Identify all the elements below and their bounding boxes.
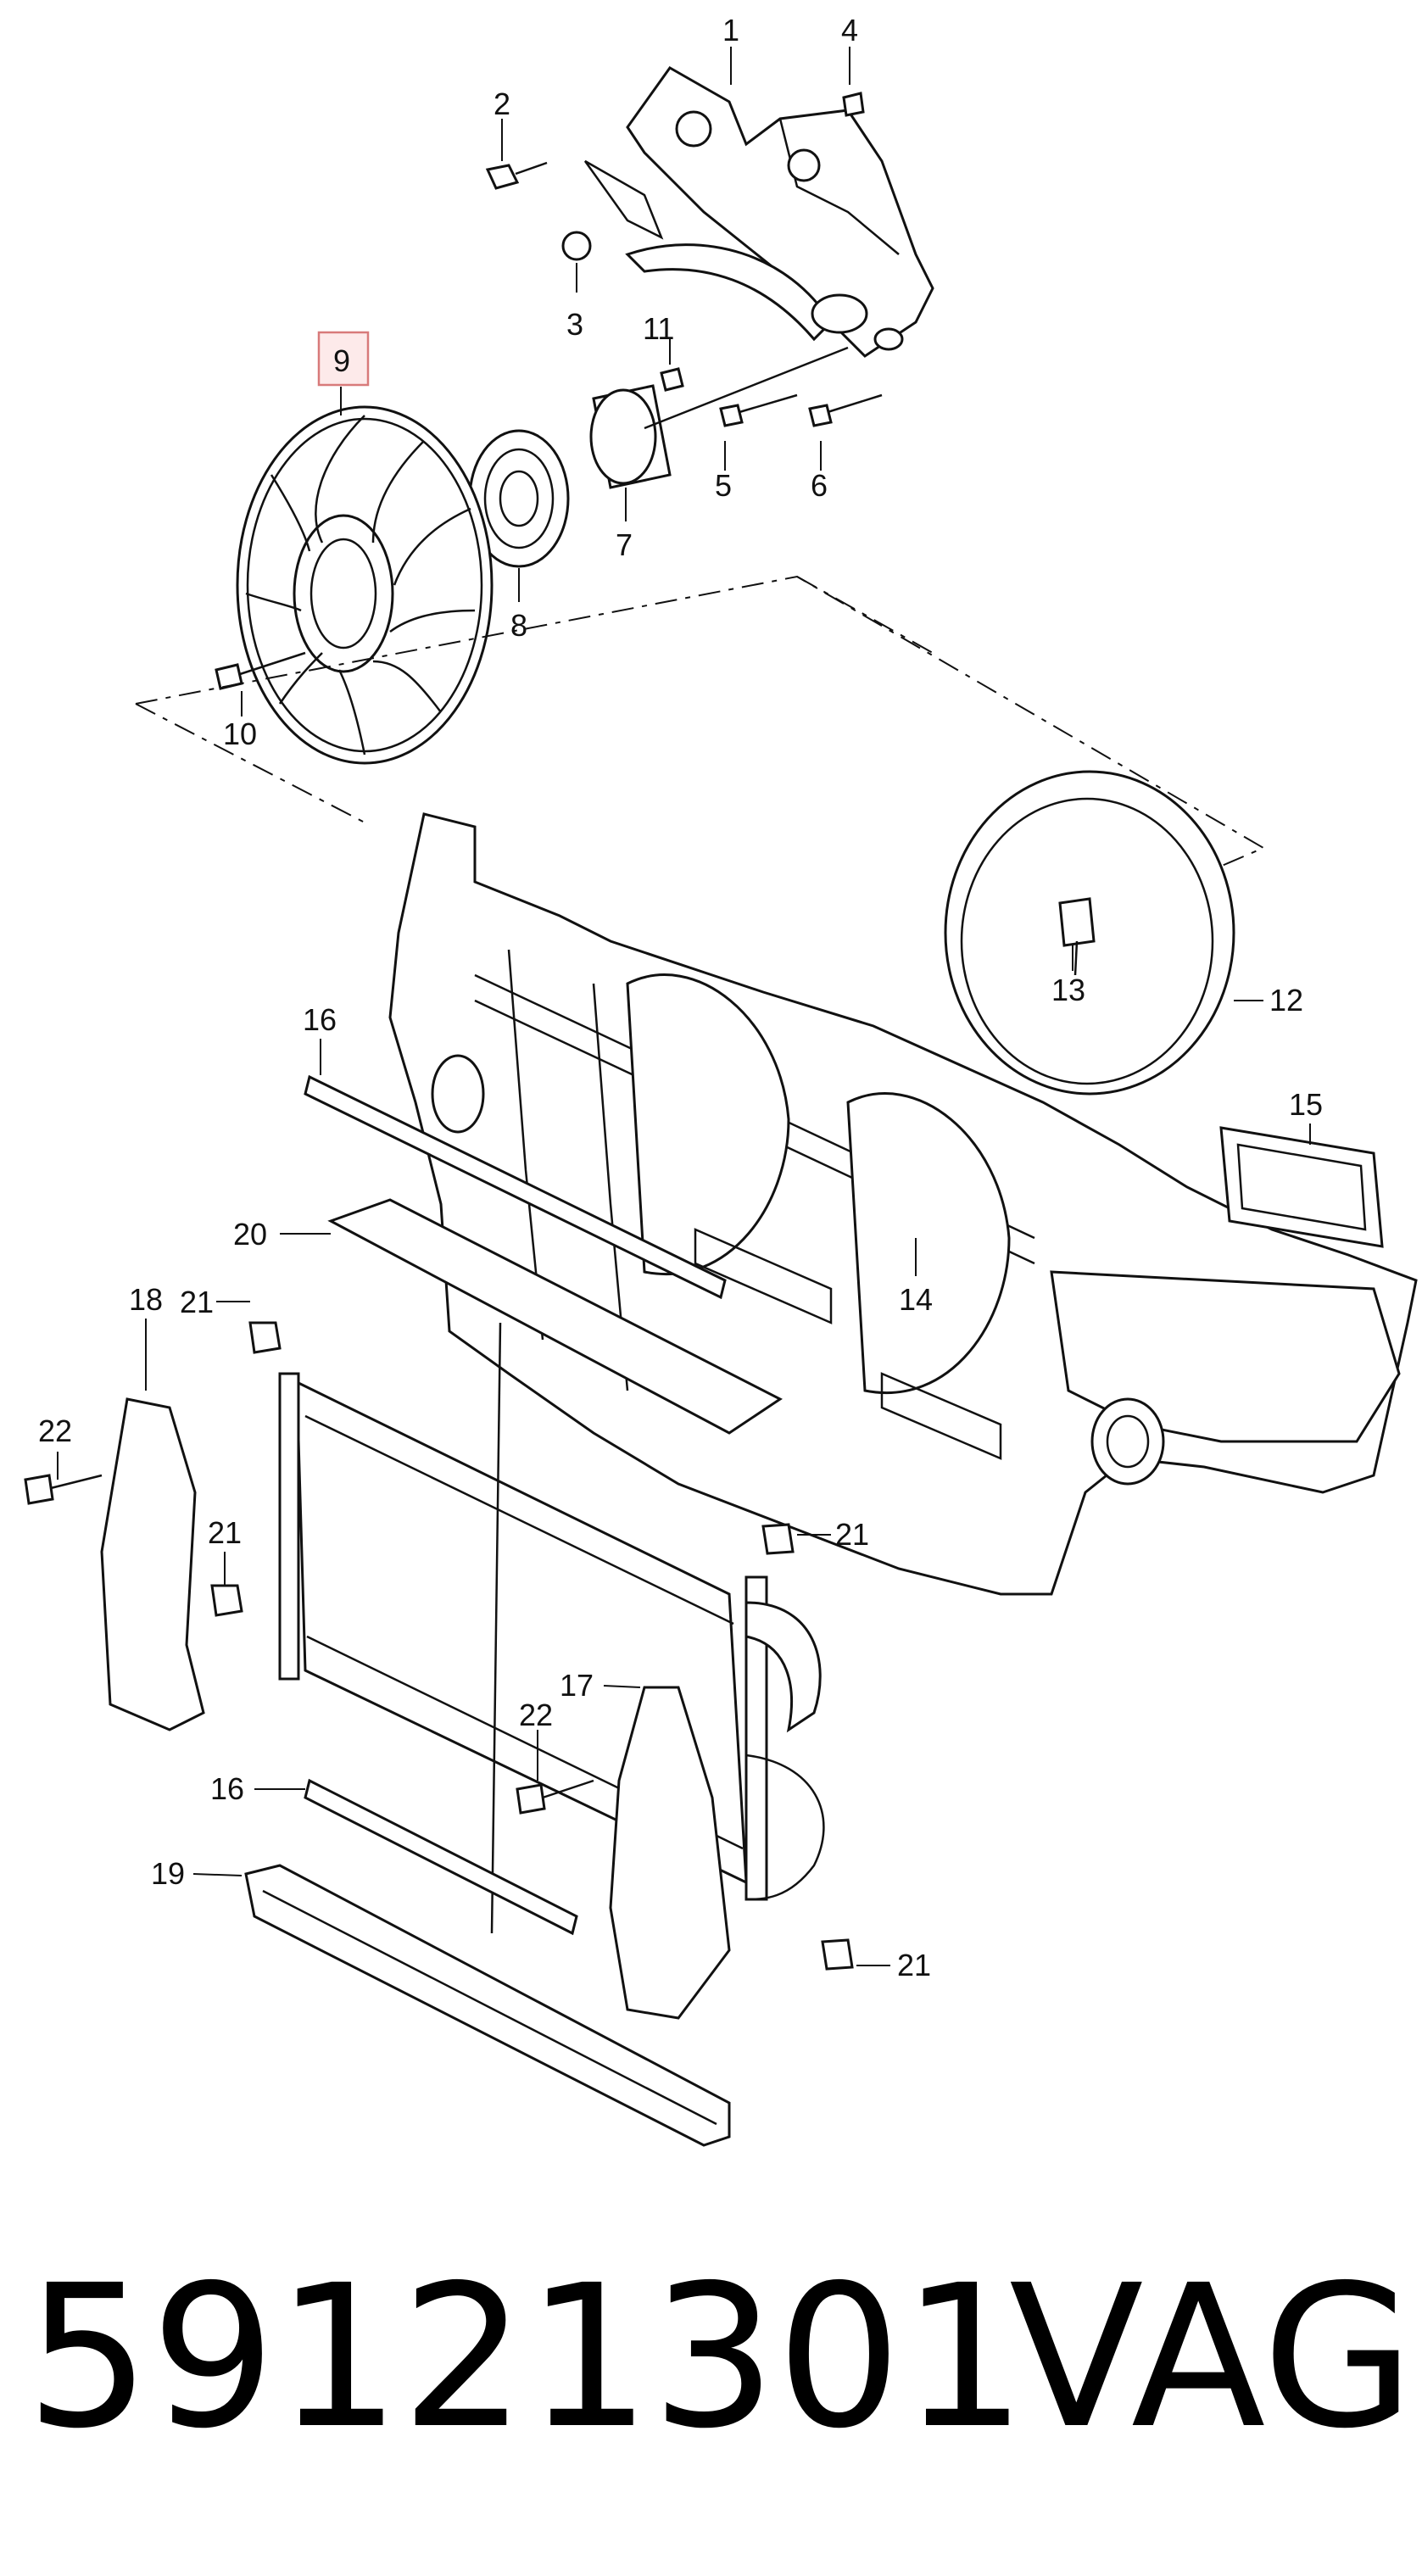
callout-22-a: 22 bbox=[38, 1413, 72, 1448]
air-guide-drawing bbox=[1219, 1126, 1384, 1248]
callout-15: 15 bbox=[1289, 1087, 1323, 1122]
callout-12: 12 bbox=[1269, 983, 1303, 1018]
callout-18: 18 bbox=[129, 1282, 163, 1317]
callout-10: 10 bbox=[223, 716, 257, 751]
callout-8: 8 bbox=[510, 608, 527, 643]
callout-11: 11 bbox=[643, 311, 674, 346]
side-bracket-right-drawing bbox=[609, 1523, 854, 2020]
callout-3: 3 bbox=[566, 307, 583, 342]
leader-lines bbox=[57, 47, 1311, 1966]
callout-7: 7 bbox=[616, 527, 633, 562]
fan-bracket-drawing bbox=[583, 66, 934, 358]
callout-4: 4 bbox=[841, 13, 858, 47]
radiator-support-drawing bbox=[388, 812, 1418, 1596]
part-number: 59121301 bbox=[25, 2243, 1027, 2472]
callout-14: 14 bbox=[899, 1282, 933, 1317]
callout-6: 6 bbox=[811, 468, 828, 503]
callout-16-upper: 16 bbox=[303, 1002, 337, 1037]
callout-1: 1 bbox=[722, 13, 739, 47]
seal-strip-upper-drawing bbox=[304, 1074, 727, 1300]
callout-21-d: 21 bbox=[897, 1948, 931, 1982]
side-bracket-left-drawing bbox=[100, 1321, 282, 1731]
callout-labels: 1 4 2 3 11 9 5 6 7 8 10 12 13 14 15 16 2… bbox=[38, 13, 1323, 1982]
bolts-22-drawing bbox=[24, 1474, 594, 1815]
callout-17: 17 bbox=[560, 1668, 594, 1703]
shroud-ring-drawing bbox=[944, 770, 1235, 1096]
callout-21-a: 21 bbox=[180, 1285, 214, 1319]
brand-name: VAG bbox=[1009, 2243, 1414, 2472]
small-fasteners-drawing bbox=[485, 92, 883, 427]
fan-drawing bbox=[215, 405, 494, 765]
callout-2: 2 bbox=[494, 86, 510, 121]
fan-clutch-drawing bbox=[468, 346, 849, 568]
highlight-box bbox=[317, 331, 370, 387]
callout-21-b: 21 bbox=[208, 1515, 242, 1550]
callout-19: 19 bbox=[151, 1856, 185, 1891]
callout-16-lower: 16 bbox=[210, 1771, 244, 1806]
dashed-group-outline bbox=[135, 575, 1266, 874]
callout-20: 20 bbox=[233, 1217, 267, 1252]
callout-5: 5 bbox=[715, 468, 732, 503]
callout-9: 9 bbox=[333, 343, 350, 378]
seal-strip-lower-drawing bbox=[304, 1778, 578, 1936]
callout-21-c: 21 bbox=[835, 1517, 869, 1552]
callout-22-b: 22 bbox=[519, 1698, 553, 1732]
lower-deflector-drawing bbox=[244, 1864, 731, 2147]
callout-13: 13 bbox=[1051, 973, 1085, 1007]
